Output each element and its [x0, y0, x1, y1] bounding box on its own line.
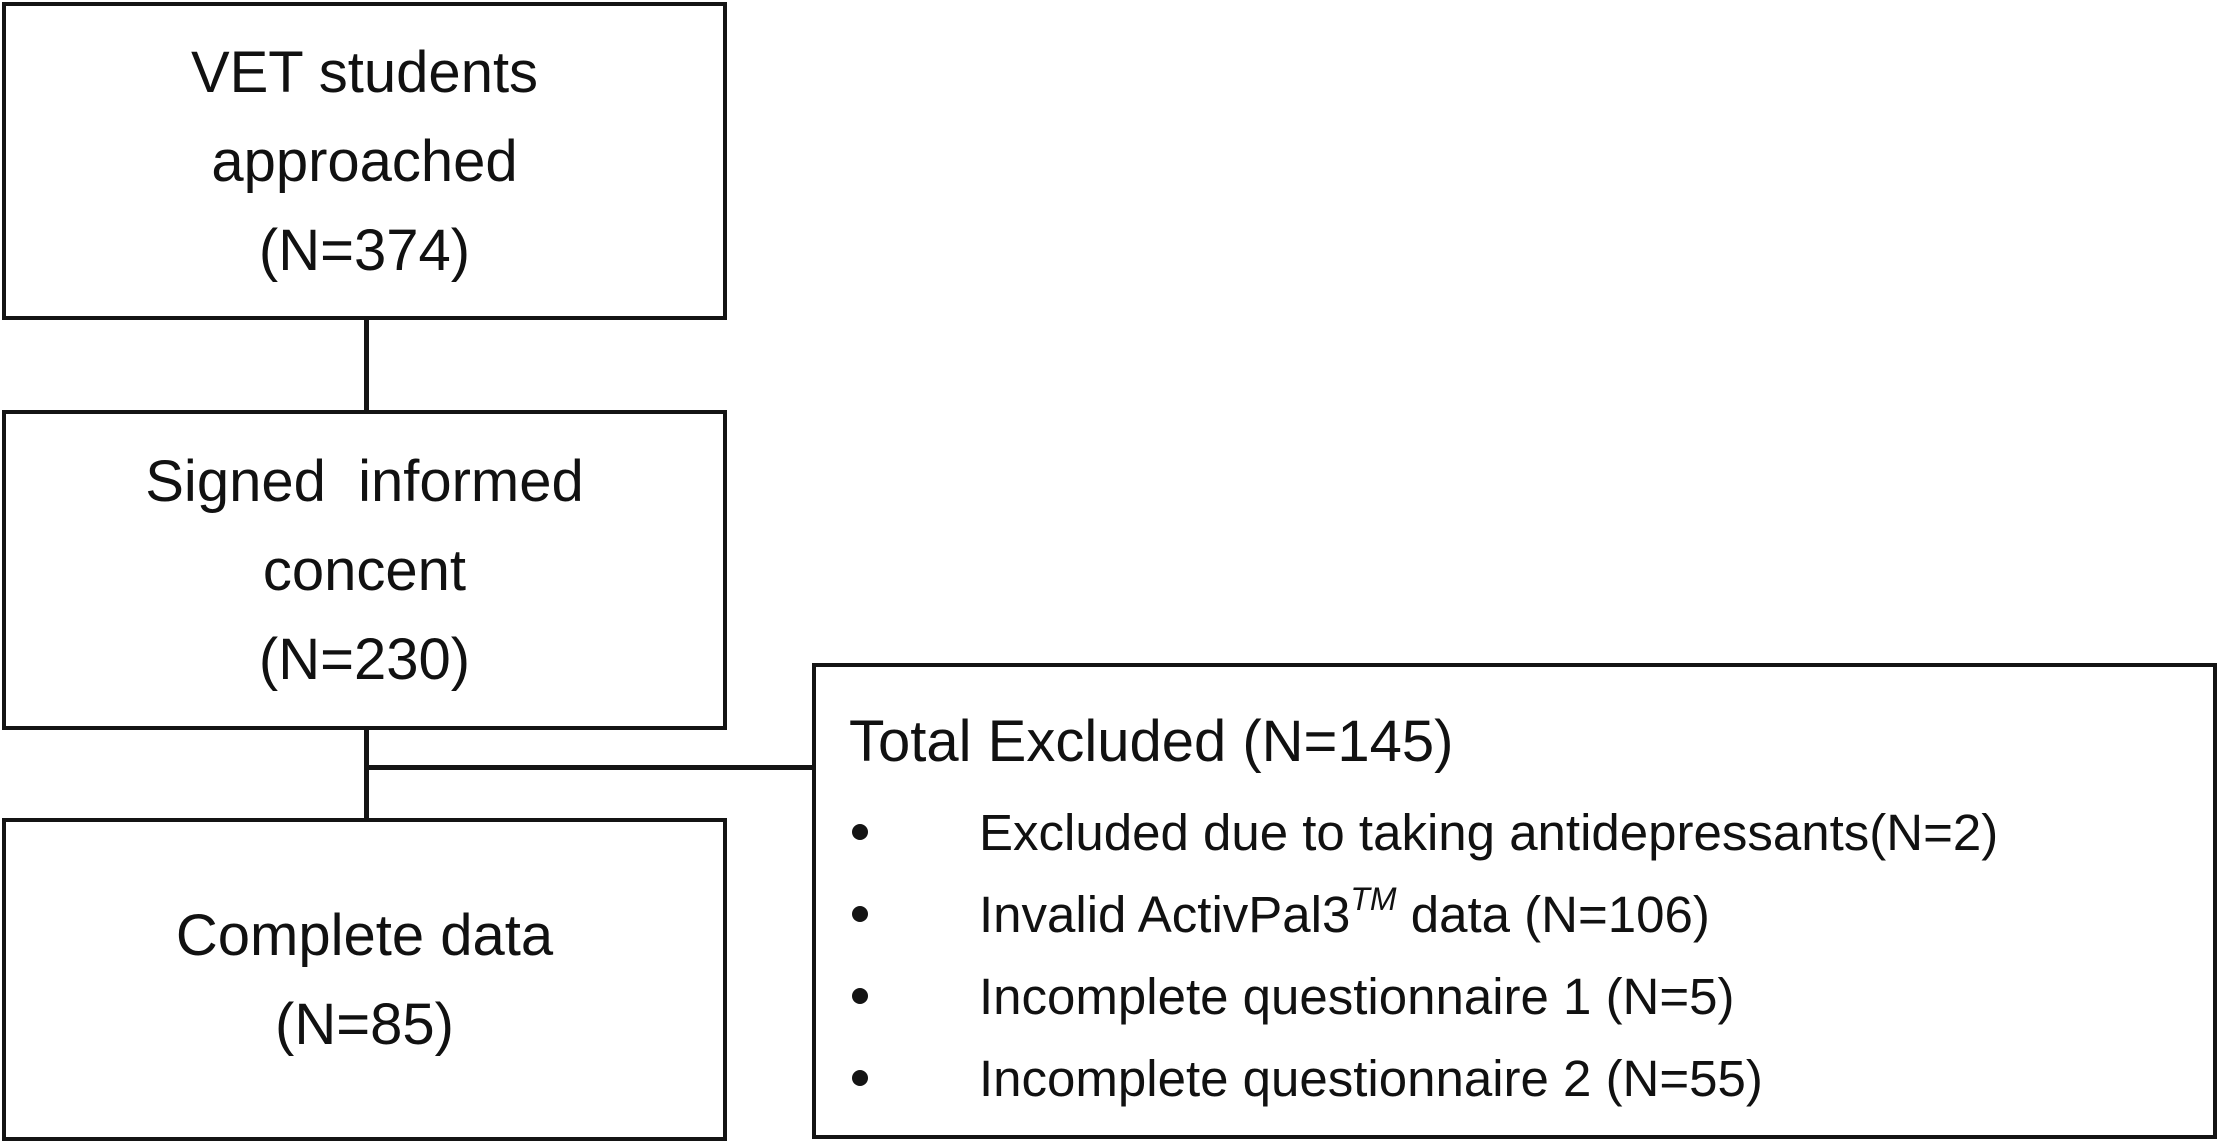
complete-data-box: Complete data (N=85): [2, 818, 727, 1141]
approached-count: (N=374): [258, 217, 471, 283]
activpal-label: Invalid ActivPal3: [979, 886, 1351, 943]
complete-line-1: Complete data: [175, 902, 554, 968]
excluded-title: Total Excluded (N=145): [849, 709, 1454, 774]
consent-line-1: Signed informed: [145, 448, 584, 514]
consent-text: Signed informed concent (N=230): [145, 437, 583, 704]
approached-line-2: approached: [211, 128, 518, 194]
complete-text: Complete data (N=85): [176, 891, 553, 1069]
trademark-superscript: TM: [1350, 881, 1397, 917]
bullet-icon: [852, 1070, 868, 1086]
bullet-icon: [852, 824, 868, 840]
consent-line-2: concent: [262, 537, 467, 603]
activpal-count: data (N=106): [1396, 886, 1710, 943]
excluded-item-text: Invalid ActivPal3TM data (N=106): [979, 874, 1710, 956]
connector-to-excluded: [366, 765, 812, 770]
approached-line-1: VET students: [190, 39, 539, 105]
complete-count: (N=85): [275, 991, 454, 1057]
consent-box: Signed informed concent (N=230): [2, 410, 727, 730]
approached-text: VET students approached (N=374): [191, 28, 538, 295]
connector-approached-to-consent: [364, 320, 369, 410]
excluded-item-text: Excluded due to taking antidepressants(N…: [979, 804, 1999, 861]
approached-box: VET students approached (N=374): [2, 2, 727, 320]
excluded-item-text: Incomplete questionnaire 1 (N=5): [979, 968, 1735, 1025]
consent-count: (N=230): [258, 626, 471, 692]
bullet-icon: [852, 988, 868, 1004]
excluded-item-text: Incomplete questionnaire 2 (N=55): [979, 1050, 1763, 1107]
excluded-box: Total Excluded (N=145) Excluded due to t…: [812, 663, 2217, 1139]
bullet-icon: [852, 906, 868, 922]
connector-consent-to-complete: [364, 730, 369, 818]
